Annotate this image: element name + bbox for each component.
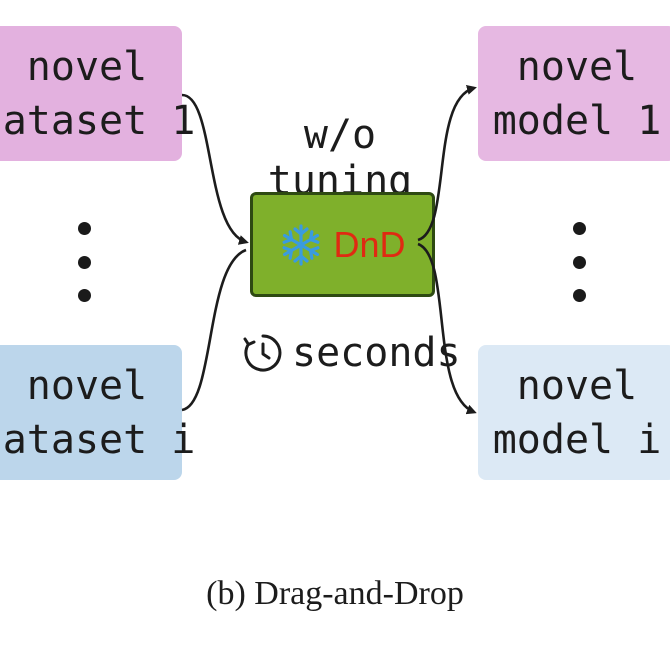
arrow-dataset-i-to-dnd [181, 248, 247, 412]
dnd-label: DnD [333, 223, 406, 265]
snowflake-icon [279, 223, 323, 267]
figure-caption: (b) Drag-and-Drop [206, 575, 464, 612]
arrow-dataset-1-to-dnd [181, 93, 249, 245]
time-indicator: seconds [242, 330, 461, 376]
timer-icon [242, 332, 284, 374]
arrow-dnd-to-model-i [417, 242, 477, 415]
input-dataset-i: novel dataset i [0, 345, 195, 480]
dnd-model-box: DnD [250, 192, 435, 297]
vertical-ellipsis-right [572, 222, 586, 302]
output-model-i: novel model i [478, 345, 670, 480]
arrow-dnd-to-model-1 [417, 85, 477, 242]
output-model-1: novel model 1 [478, 26, 670, 161]
vertical-ellipsis-left [77, 222, 91, 302]
seconds-label: seconds [292, 330, 461, 376]
